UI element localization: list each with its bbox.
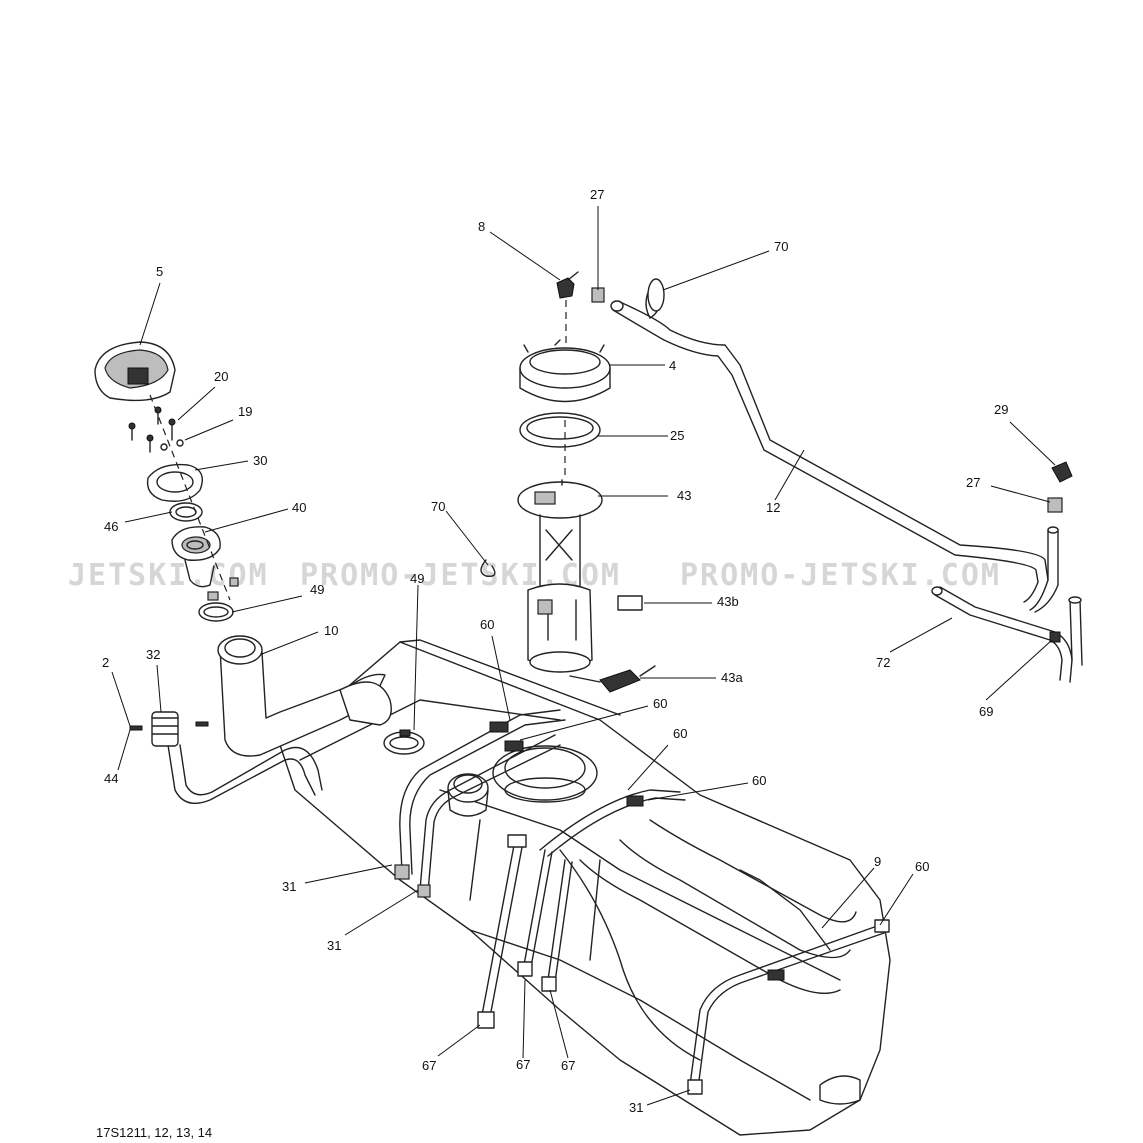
callout-label: 9 (874, 854, 881, 869)
callout-label: 49 (310, 582, 324, 597)
callout-label: 43 (677, 488, 691, 503)
callout-label: 69 (979, 704, 993, 719)
callout-label: 60 (915, 859, 929, 874)
fuel-pump-assembly (517, 271, 656, 693)
callout-label: 20 (214, 369, 228, 384)
callout-label: 70 (774, 239, 788, 254)
callout-label: 10 (324, 623, 338, 638)
callout-label: 44 (104, 771, 118, 786)
callout-label: 43b (717, 594, 739, 609)
callout-label: 70 (431, 499, 445, 514)
callout-label: 12 (766, 500, 780, 515)
callout-label: 30 (253, 453, 267, 468)
fuel-tank (279, 639, 891, 1136)
callout-label: 29 (994, 402, 1008, 417)
watermark-text: PROMO-JETSKI.COM (680, 558, 1001, 593)
callout-label: 67 (561, 1058, 575, 1073)
callout-label: 31 (629, 1100, 643, 1115)
leader-lines (111, 206, 1056, 1106)
callout-label: 60 (673, 726, 687, 741)
callout-label: 43a (721, 670, 743, 685)
fuel-cap (94, 341, 176, 402)
callout-label: 19 (238, 404, 252, 419)
callout-label: 40 (292, 500, 306, 515)
callout-label: 25 (670, 428, 684, 443)
callout-label: 67 (422, 1058, 436, 1073)
callout-label: 31 (282, 879, 296, 894)
vent-hose (129, 711, 323, 804)
callout-label: 60 (480, 617, 494, 632)
assembly-axis (149, 394, 231, 601)
callout-label: 60 (752, 773, 766, 788)
callout-label: 27 (966, 475, 980, 490)
callout-label: 49 (410, 571, 424, 586)
filler-hardware (128, 406, 425, 755)
callout-label: 60 (653, 696, 667, 711)
hose-clamp-70 (480, 559, 496, 577)
callout-label: 46 (104, 519, 118, 534)
callout-label: 5 (156, 264, 163, 279)
callout-label: 32 (146, 647, 160, 662)
filler-neck (217, 635, 392, 757)
callouts: 27 8 70 5 4 20 19 25 29 30 43 27 40 70 1… (102, 187, 1008, 1115)
callout-label: 67 (516, 1057, 530, 1072)
vent-line (610, 278, 1083, 683)
callout-label: 31 (327, 938, 341, 953)
watermark: JETSKI.COM PROMO-JETSKI.COM PROMO-JETSKI… (68, 558, 1001, 593)
callout-label: 72 (876, 655, 890, 670)
callout-label: 8 (478, 219, 485, 234)
drawing-code: 17S1211, 12, 13, 14 (96, 1125, 212, 1140)
callout-label: 4 (669, 358, 676, 373)
callout-label: 2 (102, 655, 109, 670)
watermark-text: JETSKI.COM (68, 558, 269, 593)
callout-label: 27 (590, 187, 604, 202)
tank-straps (394, 709, 890, 1095)
